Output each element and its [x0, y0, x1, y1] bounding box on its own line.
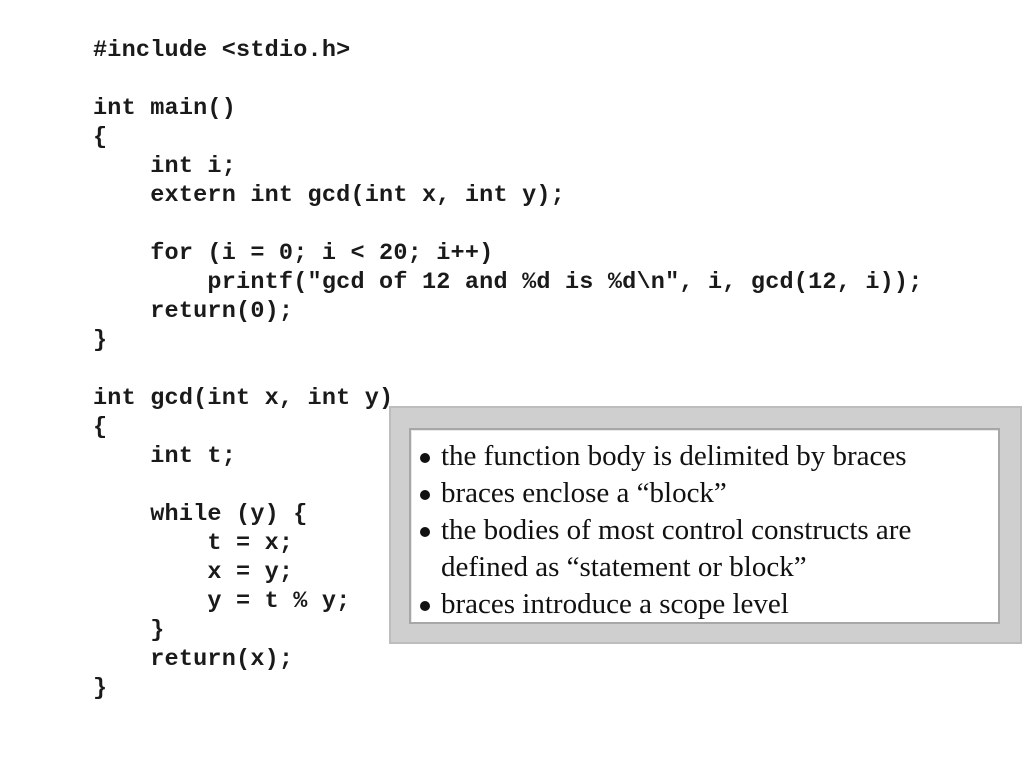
code-line: [93, 65, 923, 94]
code-line: }: [93, 327, 108, 354]
code-line: extern int gcd(int x, int y);: [93, 182, 565, 209]
bullet-item: braces enclose a “block”: [417, 475, 998, 512]
bullet-list: the function body is delimited by braces…: [411, 430, 998, 623]
code-line: return(x);: [93, 646, 294, 673]
callout-frame: the function body is delimited by braces…: [389, 406, 1022, 644]
code-line: t = x;: [93, 530, 294, 557]
bullet-dot-icon: [420, 490, 430, 500]
code-line: int i;: [93, 153, 237, 180]
bullet-text: the function body is delimited by braces: [441, 440, 907, 472]
code-line: int t;: [93, 443, 237, 470]
code-line: y = t % y;: [93, 588, 351, 615]
code-listing: #include <stdio.h>int main(){ int i; ext…: [93, 36, 923, 703]
bullet-text: braces enclose a “block”: [441, 477, 727, 509]
code-line: }: [93, 617, 165, 644]
code-line: while (y) {: [93, 501, 308, 528]
code-line: printf("gcd of 12 and %d is %d\n", i, gc…: [93, 269, 923, 296]
bullet-item: the function body is delimited by braces: [417, 438, 998, 475]
bullet-dot-icon: [420, 601, 430, 611]
bullet-dot-icon: [420, 527, 430, 537]
callout-box: the function body is delimited by braces…: [409, 428, 1000, 624]
bullet-item: the bodies of most control constructs ar…: [417, 512, 998, 586]
code-line: x = y;: [93, 559, 294, 586]
code-line: return(0);: [93, 298, 294, 325]
code-line: }: [93, 675, 108, 702]
bullet-text: braces introduce a scope level: [441, 588, 789, 620]
bullet-item: braces introduce a scope level: [417, 586, 998, 623]
bullet-dot-icon: [420, 453, 430, 463]
code-line: int gcd(int x, int y): [93, 385, 394, 412]
code-line: [93, 210, 923, 239]
bullet-text: the bodies of most control constructs ar…: [441, 514, 912, 583]
code-line: {: [93, 414, 108, 441]
code-line: [93, 355, 923, 384]
code-line: #include <stdio.h>: [93, 37, 351, 64]
code-line: {: [93, 124, 108, 151]
code-line: int main(): [93, 95, 237, 122]
code-line: for (i = 0; i < 20; i++): [93, 240, 494, 267]
